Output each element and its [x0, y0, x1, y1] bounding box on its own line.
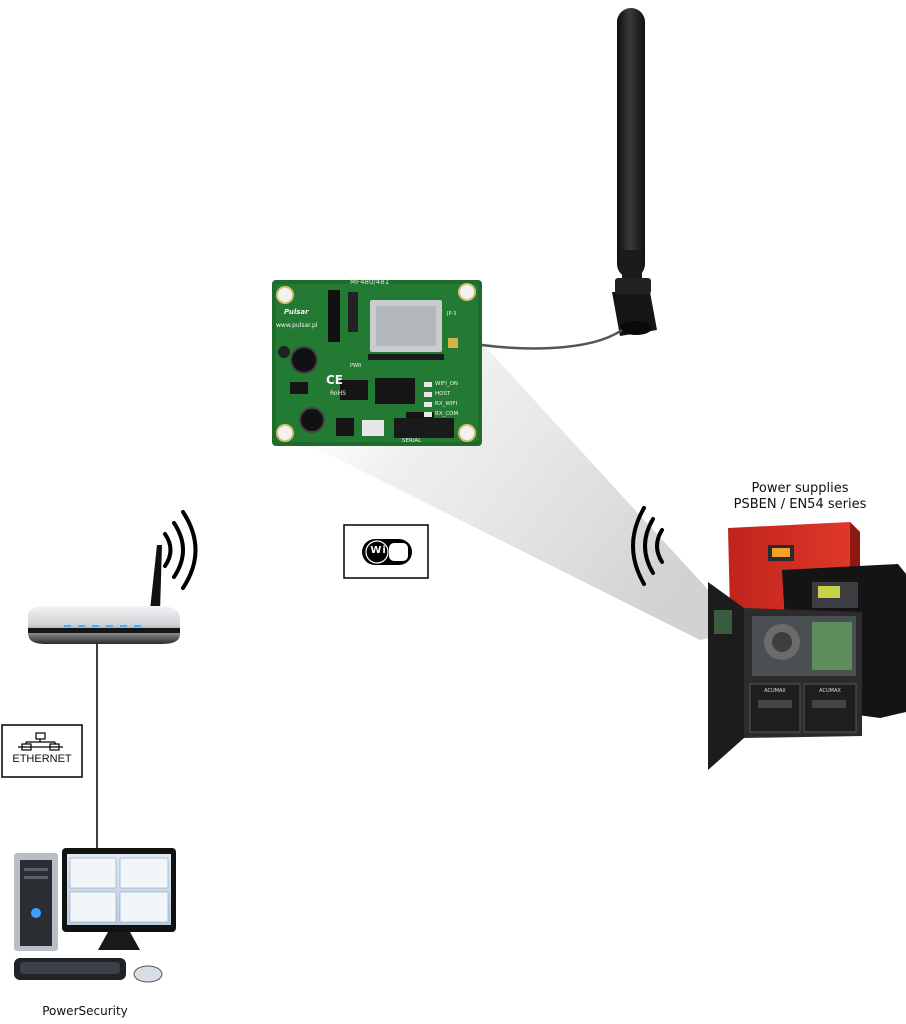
board-led-label-1: WIFI_ON	[435, 381, 459, 387]
board-url-label: www.pulsar.pl	[276, 322, 318, 329]
computer-label: PowerSecurity	[42, 1004, 128, 1018]
board-led-label-3: RX_WIFI	[435, 401, 458, 407]
router	[28, 545, 180, 644]
board-jumper-label: JP-3	[447, 311, 457, 317]
antenna	[461, 8, 657, 350]
board-serial-label: SERIAL	[402, 438, 422, 444]
wifi-badge	[343, 524, 429, 579]
computer	[14, 848, 176, 983]
board-rohs-label: RoHS	[330, 390, 346, 397]
ethernet-label: ETHERNET	[12, 753, 72, 765]
board-led-label-2: HOST	[435, 391, 451, 397]
board-pwr-label: PWR	[350, 363, 362, 369]
battery-brand-label-2: ACUMAX	[819, 688, 841, 694]
wifi-badge-text: Wi Fi	[370, 545, 404, 556]
board-led-label-4: RX_COM	[435, 411, 459, 417]
battery-brand-label-1: ACUMAX	[764, 688, 786, 694]
board-brand-label: Pulsar	[284, 308, 309, 316]
board-ce-mark: CE	[326, 373, 344, 387]
board-model-label: MF480/481	[350, 278, 390, 286]
router-signal-icon	[163, 510, 198, 590]
psu-signal-icon	[631, 506, 664, 586]
ethernet-badge	[1, 724, 83, 778]
power-supply-units	[708, 522, 906, 770]
power-supplies-title: Power supplies	[751, 481, 849, 496]
wifi-module-board	[272, 280, 482, 446]
power-supplies-series: PSBEN / EN54 series	[733, 497, 867, 512]
network-icon	[18, 732, 63, 751]
